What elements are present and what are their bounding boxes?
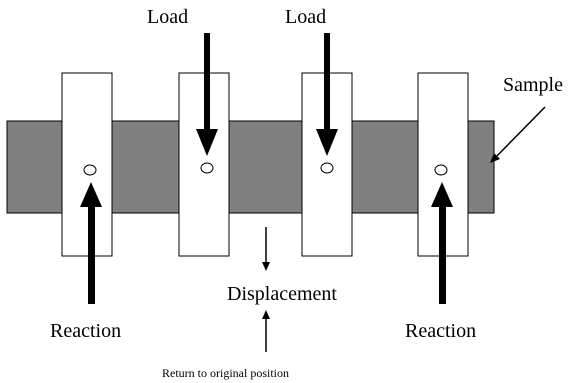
- displacement-label: Displacement: [227, 283, 337, 305]
- load-label-right: Load: [285, 6, 326, 28]
- sample-label: Sample: [503, 74, 563, 96]
- sample-pointer-arrow: [490, 106, 546, 163]
- reaction-label-right: Reaction: [405, 320, 476, 342]
- support-block-left: [61, 72, 113, 257]
- load-arrow-right: [316, 33, 338, 156]
- pin-hole-3: [320, 162, 334, 174]
- pin-hole-4: [434, 164, 448, 176]
- return-note-label: Return to original position: [162, 366, 289, 380]
- reaction-arrow-left: [80, 182, 102, 304]
- return-arrow-up: [262, 310, 270, 352]
- reaction-label-left: Reaction: [50, 320, 121, 342]
- displacement-arrow-down: [262, 227, 270, 271]
- pin-hole-1: [83, 164, 97, 176]
- pin-hole-2: [200, 162, 214, 174]
- reaction-arrow-right: [431, 182, 453, 304]
- load-label-left: Load: [147, 6, 188, 28]
- load-arrow-left: [196, 33, 218, 156]
